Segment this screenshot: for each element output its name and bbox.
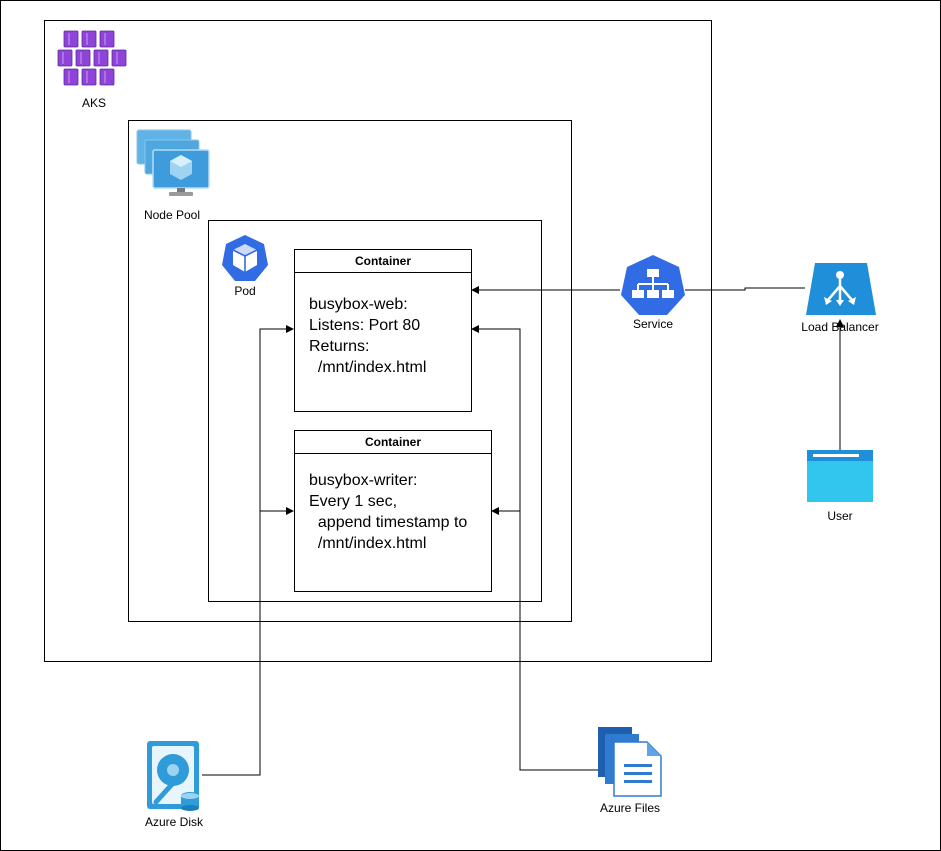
pod-label: Pod [234, 284, 256, 298]
service-label: Service [632, 317, 673, 331]
writer-container-body: busybox-writer: Every 1 sec, append time… [295, 454, 491, 554]
web-container-line: /mnt/index.html [309, 359, 427, 376]
web-container-line: busybox-web: [309, 296, 408, 313]
writer-container: Container busybox-writer: Every 1 sec, a… [294, 430, 492, 592]
aks-boundary [44, 20, 712, 662]
user-label: User [827, 509, 853, 523]
writer-container-title: Container [295, 431, 491, 454]
web-container-body: busybox-web: Listens: Port 80 Returns: /… [295, 273, 471, 378]
pod-cube-icon [222, 235, 268, 281]
load-balancer-label: Load Balancer [801, 320, 879, 334]
user-browser-icon [807, 450, 873, 502]
service-icon [621, 255, 685, 315]
web-container-title: Container [295, 250, 471, 273]
pod-boundary [208, 220, 542, 602]
disk-to-web-connector [202, 325, 294, 776]
web-container-line: Listens: Port 80 [309, 317, 421, 334]
node-pool-boundary [128, 120, 572, 622]
writer-container-line: /mnt/index.html [309, 535, 427, 552]
web-container: Container busybox-web: Listens: Port 80 … [294, 249, 472, 412]
files-to-web-connector [471, 325, 598, 771]
writer-container-line: append timestamp to [309, 514, 468, 531]
azure-files-icon [598, 727, 662, 797]
node-pool-label: Node Pool [143, 208, 201, 222]
writer-container-line: Every 1 sec, [309, 493, 398, 510]
lb-to-service-connector [685, 287, 805, 291]
writer-container-line: busybox-writer: [309, 472, 418, 489]
azure-disk-label: Azure Disk [144, 815, 203, 829]
web-container-line: Returns: [309, 338, 370, 355]
node-pool-vm-icon [136, 129, 210, 196]
aks-label: AKS [81, 96, 106, 110]
load-balancer-icon [806, 263, 876, 315]
azure-files-label: Azure Files [599, 801, 661, 815]
aks-cubes-icon [57, 30, 127, 86]
azure-disk-icon [147, 741, 199, 811]
